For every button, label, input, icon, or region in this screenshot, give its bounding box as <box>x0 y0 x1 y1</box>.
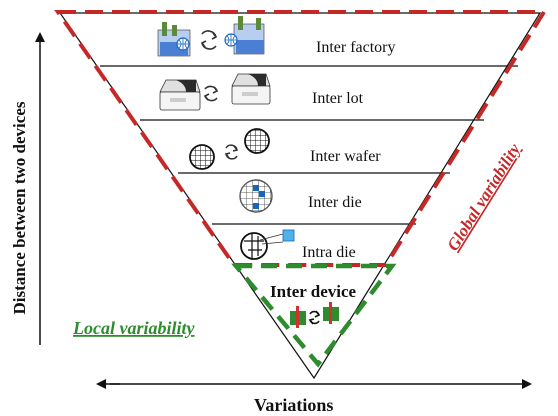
die-icon <box>239 179 273 213</box>
wafer-box-icon <box>159 79 201 111</box>
die-zoom-icon <box>240 229 295 260</box>
factory-icon-2 <box>224 16 265 55</box>
level-label-intra-die: Intra die <box>302 244 356 261</box>
level-separators <box>100 65 518 225</box>
wafer-icon <box>189 144 215 170</box>
transistor-icon-2 <box>323 302 339 324</box>
factory-icon <box>157 22 191 57</box>
wafer-icon-2 <box>244 128 270 154</box>
level-label-inter-lot: Inter lot <box>312 90 364 107</box>
level-label-inter-die: Inter die <box>308 194 362 211</box>
transistor-icon <box>290 306 306 328</box>
exchange-icon <box>200 30 218 50</box>
y-axis-label: Distance between two devices <box>10 101 29 314</box>
level-label-inter-wafer: Inter wafer <box>310 148 381 165</box>
level-label-inter-factory: Inter factory <box>316 39 396 56</box>
local-variability-label: Local variability <box>72 318 195 338</box>
local-variability-outline <box>231 263 397 368</box>
x-axis-label: Variations <box>254 395 333 415</box>
exchange-icon-4 <box>308 310 321 325</box>
exchange-icon-3 <box>224 144 239 160</box>
wafer-box-icon-2 <box>231 73 271 105</box>
level-label-inter-device: Inter device <box>270 282 357 301</box>
exchange-icon-2 <box>203 85 219 102</box>
